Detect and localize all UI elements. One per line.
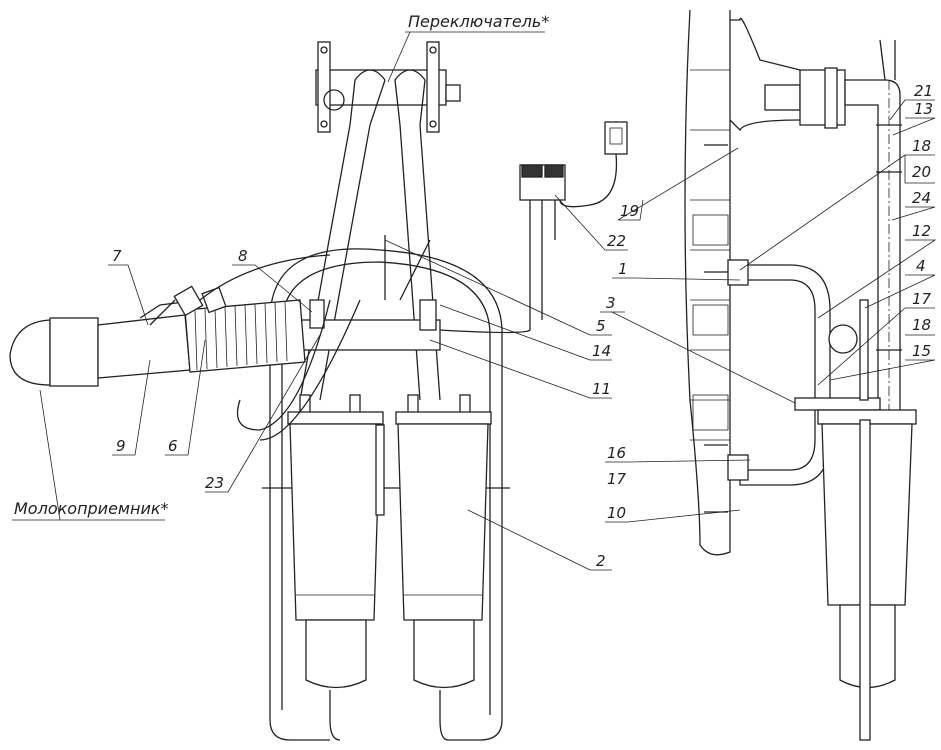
milk-receiver-assembly [9, 254, 361, 441]
callout-4: 4 [916, 257, 926, 275]
callout-7: 7 [112, 247, 122, 265]
side-canister [817, 409, 917, 741]
callout-5: 5 [596, 317, 606, 335]
side-wall [684, 9, 801, 556]
side-pipes [727, 39, 902, 486]
callout-14: 14 [592, 342, 611, 360]
callout-22: 22 [607, 232, 626, 250]
milk-canisters [287, 394, 492, 689]
callout-18a: 18 [912, 137, 931, 155]
callout-19: 19 [620, 202, 639, 220]
callout-13: 13 [914, 100, 933, 118]
callout-8: 8 [238, 247, 248, 265]
callout-21: 21 [914, 82, 933, 100]
callout-15: 15 [912, 342, 931, 360]
collector-pipe [299, 299, 441, 351]
callout-1: 1 [618, 260, 628, 278]
callout-18b: 18 [912, 316, 931, 334]
receiver-title: Молокоприемник* [14, 499, 169, 518]
callout-24: 24 [912, 189, 931, 207]
callout-16: 16 [607, 444, 626, 462]
callout-20: 20 [912, 163, 931, 181]
callout-23: 23 [205, 474, 224, 492]
leader-lines [12, 31, 937, 571]
controller-unit [384, 121, 628, 334]
callout-17a: 17 [607, 470, 627, 488]
switch-bracket [315, 41, 461, 133]
callout-2: 2 [596, 552, 606, 570]
callout-11: 11 [592, 380, 611, 398]
callout-10: 10 [607, 504, 626, 522]
switch-title: Переключатель* [408, 12, 549, 31]
callout-12: 12 [912, 222, 931, 240]
callout-6: 6 [168, 437, 178, 455]
callout-3: 3 [606, 294, 616, 312]
callout-9: 9 [116, 437, 126, 455]
callout-17b: 17 [912, 290, 932, 308]
